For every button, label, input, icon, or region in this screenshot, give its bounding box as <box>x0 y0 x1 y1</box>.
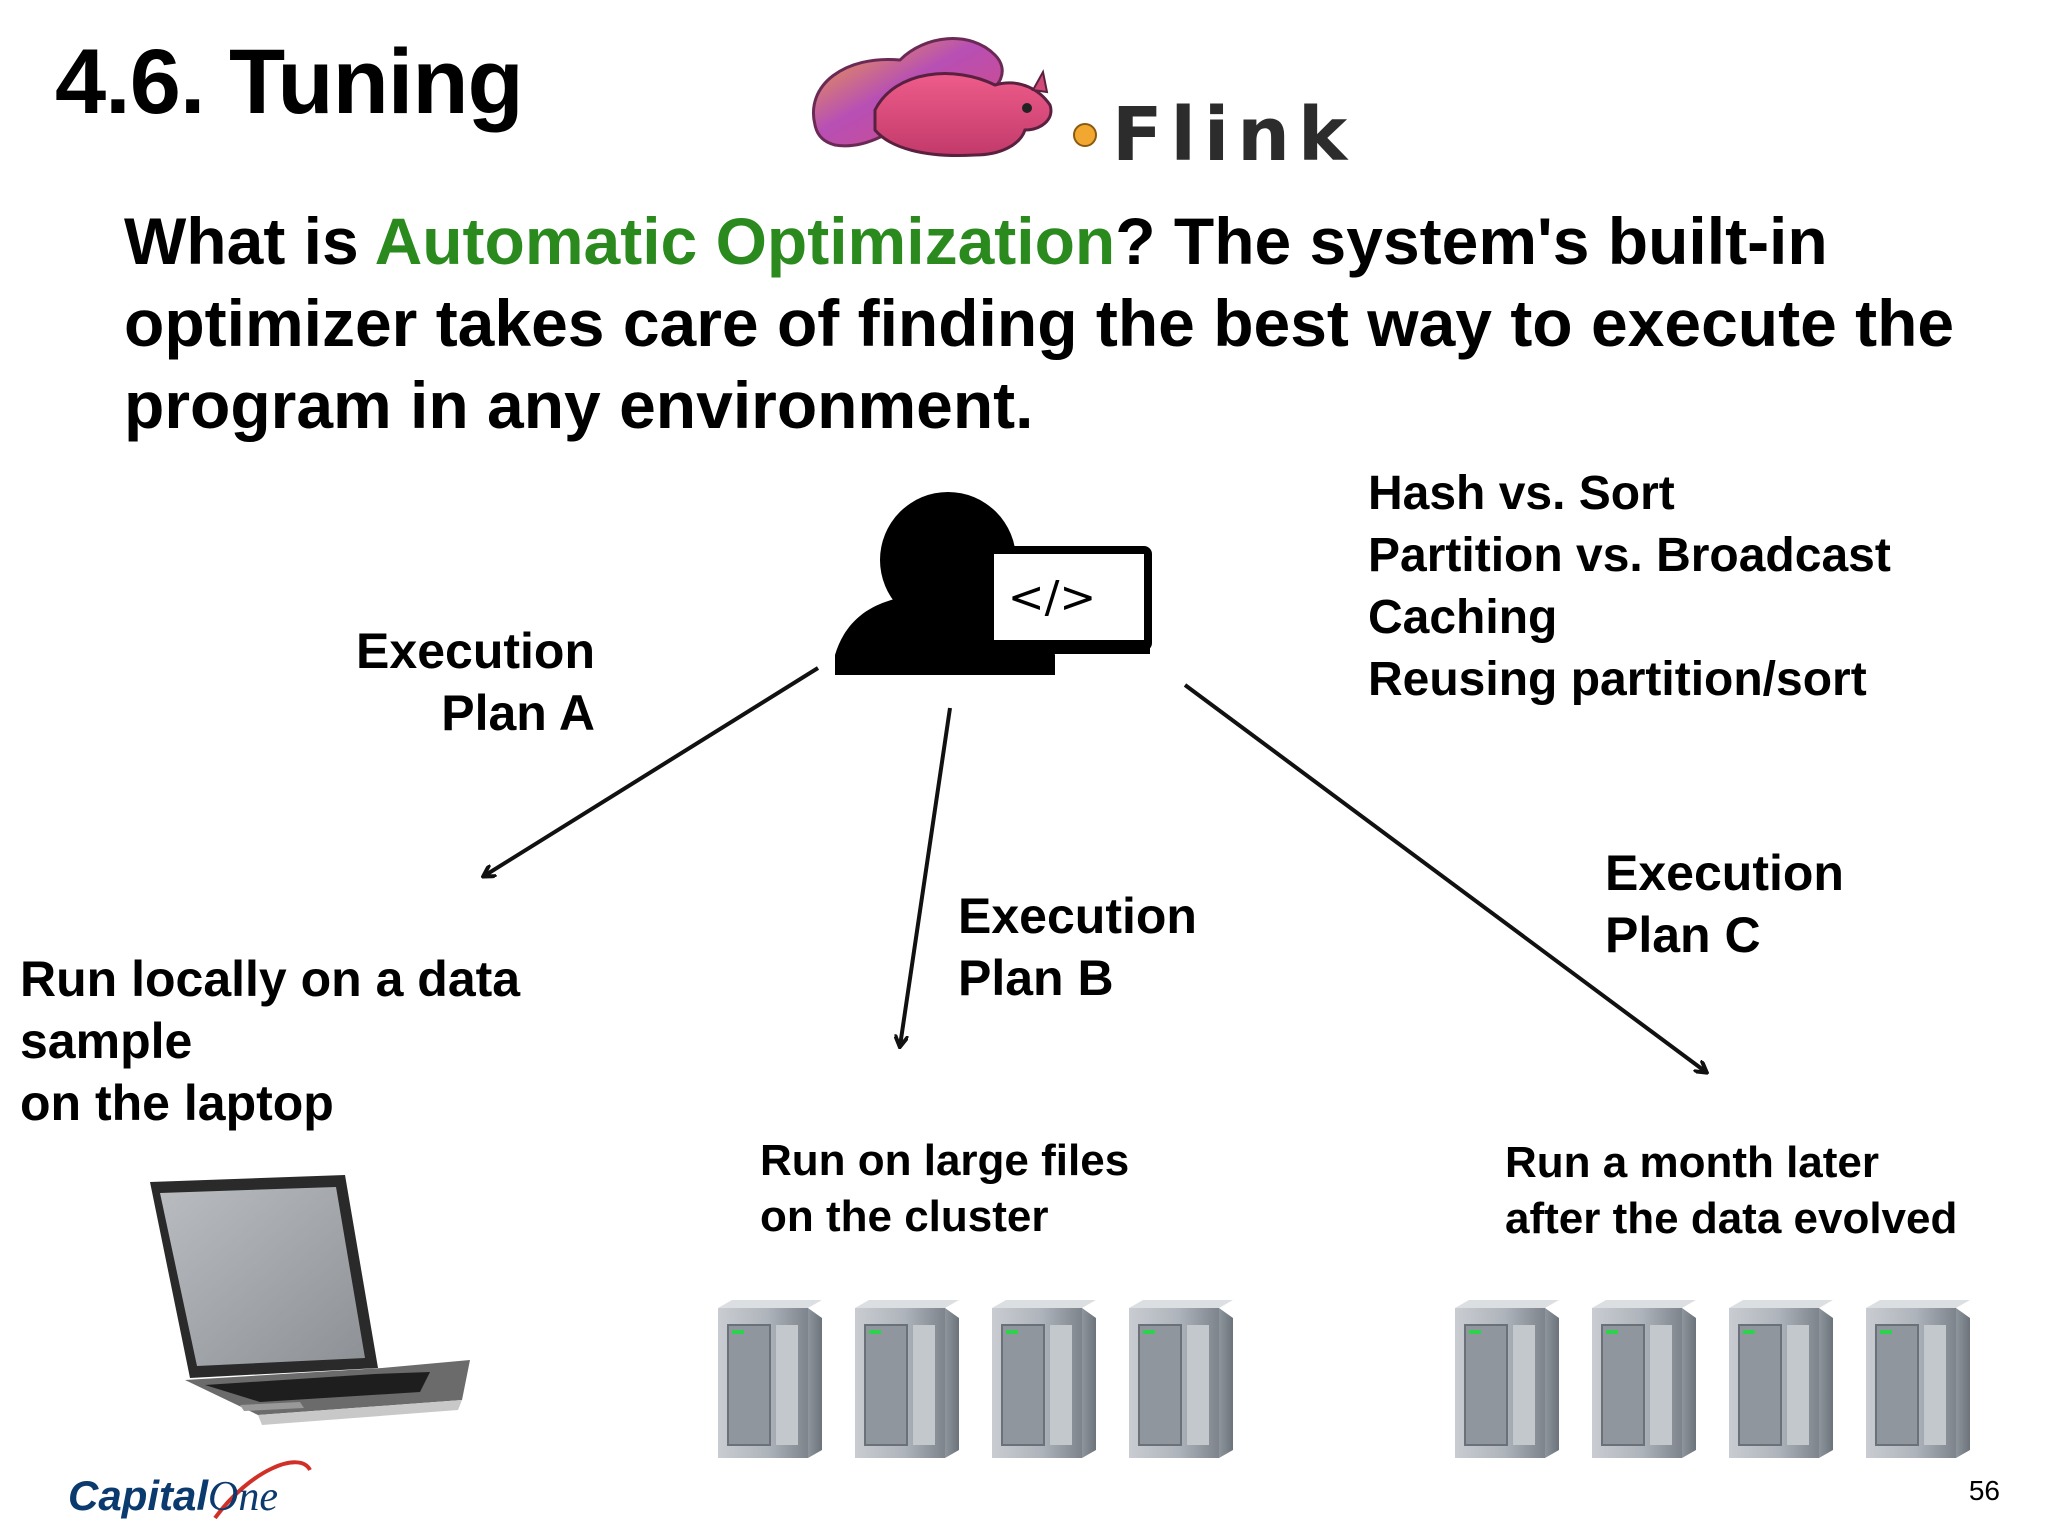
plan-a-label: Execution Plan A <box>356 623 595 741</box>
option-item: Hash vs. Sort <box>1368 467 1675 520</box>
server-icon <box>1455 1300 1559 1458</box>
plan-c-label: Execution Plan C <box>1605 845 1844 963</box>
option-item: Caching <box>1368 591 1558 644</box>
arrow-plan-a <box>484 666 820 876</box>
flink-wordmark: Flink <box>1112 92 1356 178</box>
code-symbol: </> <box>1008 572 1097 623</box>
capital-one-swoosh-icon <box>213 1460 312 1520</box>
target-later-label: Run a month later after the data evolved <box>1505 1138 1958 1243</box>
capital-one-logo: CapitalOne <box>68 1472 279 1520</box>
server-icon <box>1129 1300 1233 1458</box>
arrow-plan-c <box>1183 683 1706 1072</box>
intro-highlight: Automatic Optimization <box>374 204 1116 278</box>
server-icon <box>718 1300 822 1458</box>
intro-prefix: What is <box>124 204 375 278</box>
slide-title: 4.6. Tuning <box>55 31 524 133</box>
page-number: 56 <box>1968 1475 2000 1506</box>
target-local-label: Run locally on a data sample on the lapt… <box>20 951 521 1131</box>
server-icon <box>855 1300 959 1458</box>
target-cluster-label: Run on large files on the cluster <box>760 1136 1130 1241</box>
optimization-options: Hash vs. Sort Partition vs. Broadcast Ca… <box>1368 463 1891 711</box>
server-icon <box>1866 1300 1970 1458</box>
server-icon <box>992 1300 1096 1458</box>
server-icon <box>1592 1300 1696 1458</box>
intro-text: What is Automatic Optimization? The syst… <box>124 200 1974 446</box>
laptop-icon <box>150 1175 470 1425</box>
server-icon <box>1729 1300 1833 1458</box>
flink-logo: Flink <box>805 30 1395 178</box>
arrow-plan-b <box>900 707 952 1046</box>
flink-squirrel-logo-icon <box>812 37 1097 157</box>
plan-b-label: Execution Plan B <box>958 888 1197 1006</box>
option-item: Reusing partition/sort <box>1368 653 1867 706</box>
intro-suffix: ? The system's built-in optimizer takes … <box>124 204 1955 442</box>
developer-icon: </> <box>835 492 1152 675</box>
option-item: Partition vs. Broadcast <box>1368 529 1891 582</box>
